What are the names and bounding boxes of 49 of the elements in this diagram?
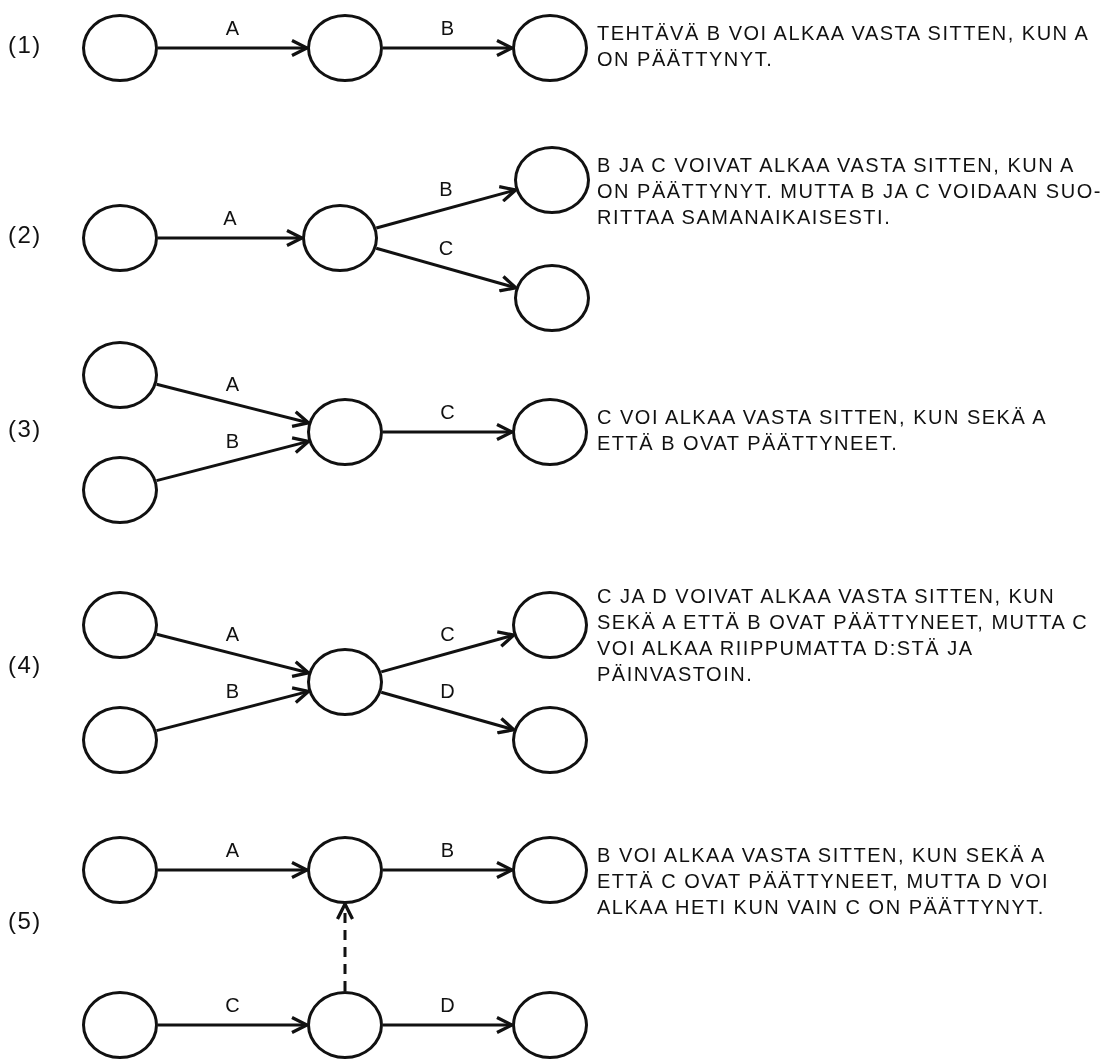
circle-node [514,146,590,214]
row-number: (1) [8,32,43,58]
arrow [158,1015,309,1035]
arrow [156,436,311,483]
arrow [158,38,309,58]
circle-node [307,398,383,466]
description-text: TEHTÄVÄ B VOI ALKAA VASTA SITTEN, KUN A ON PÄÄTTYNYT. [597,21,1090,72]
circle-node [82,836,158,904]
arrow [383,38,514,58]
circle-node [514,264,590,332]
arrow [383,860,514,880]
description-text: C VOI ALKAA VASTA SITTEN, KUN SEKÄ A ETTÄ B OVAT PÄÄTTYNEET. [597,405,1047,456]
description-text: B JA C VOIVAT ALKAA VASTA SITTEN, KUN A ON PÄÄTTYNYT. MUTTA B JA C VOIDAAN SUO- RITTAA SAMANAIKAISESTI. [597,153,1103,230]
row-number: (4) [8,652,43,678]
circle-node [82,14,158,82]
arrow [380,690,516,735]
arrow [380,630,516,674]
circle-node [512,836,588,904]
circle-node [307,648,383,716]
description-text: B VOI ALKAA VASTA SITTEN, KUN SEKÄ A ETTÄ C OVAT PÄÄTTYNEET, MUTTA D VOI ALKAA HETI KUN VAIN C ON PÄÄTTYNYT. [597,843,1051,920]
arrow [383,422,514,442]
row-number: (5) [8,908,43,934]
circle-node [307,836,383,904]
circle-node [82,456,158,524]
circle-node [82,706,158,774]
circle-node [82,591,158,659]
arrow [156,382,311,428]
circle-node [82,204,158,272]
circle-node [82,991,158,1059]
arrow [158,860,309,880]
description-text: C JA D VOIVAT ALKAA VASTA SITTEN, KUN SEKÄ A ETTÄ B OVAT PÄÄTTYNEET, MUTTA C VOI ALKAA RIIPPUMATTA D:STÄ JA PÄINVASTOIN. [597,584,1090,687]
arrow [158,228,304,248]
circle-node [512,14,588,82]
circle-node [512,991,588,1059]
circle-node [302,204,378,272]
arrow [375,185,518,230]
row-number: (2) [8,222,43,248]
circle-node [307,14,383,82]
circle-node [512,398,588,466]
circle-node [512,591,588,659]
circle-node [82,341,158,409]
dashed-arrow [335,902,355,991]
arrow [156,686,311,733]
row-number: (3) [8,416,43,442]
arrow [375,246,518,293]
circle-node [307,991,383,1059]
arrow [383,1015,514,1035]
arrow [156,632,311,678]
circle-node [512,706,588,774]
